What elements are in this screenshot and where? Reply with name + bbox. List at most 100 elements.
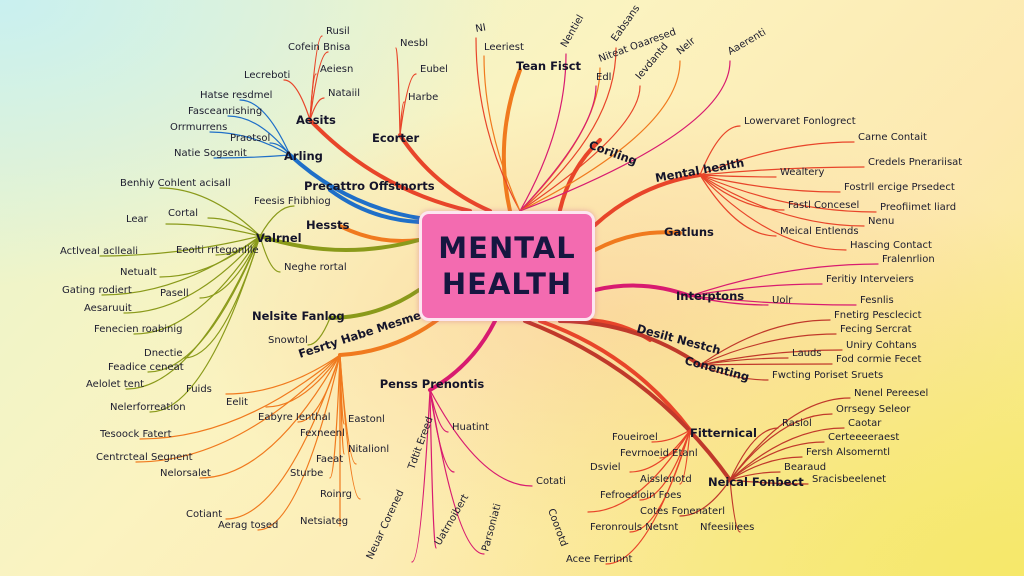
leaf-branch-line (125, 235, 261, 390)
leaf-label: Fralenrlion (882, 254, 935, 265)
leaf-branch-line (699, 174, 847, 251)
leaf-label: Credels Pnerariisat (868, 157, 962, 168)
leaf-label: Nentiel (559, 13, 586, 49)
leaf-label: Snowtol (268, 335, 308, 346)
leaf-label: Harbe (408, 92, 438, 103)
leaf-label: Preofiimet liard (880, 202, 956, 213)
branch-lines (99, 35, 879, 565)
leaf-branch-line (699, 174, 777, 237)
main-branch-label: Arling (284, 149, 323, 163)
leaf-label: Huatint (452, 422, 489, 433)
leaf-branch-line (699, 174, 877, 213)
leaf-branch-line (699, 174, 785, 211)
leaf-branch-line (329, 354, 341, 479)
leaf-branch-line (283, 79, 311, 121)
leaf-branch-line (519, 85, 597, 212)
leaf-label: Neghe rortal (284, 262, 347, 273)
leaf-branch-line (699, 319, 831, 366)
leaf-label: Cotati (536, 476, 566, 487)
leaf-label: Meical Entlends (780, 226, 859, 237)
leaf-branch-line (699, 357, 789, 366)
leaf-label: Sracisbeelenet (812, 474, 886, 485)
leaf-label: Eubel (420, 64, 448, 75)
leaf-label: Fnetirg Pesclecict (834, 310, 922, 321)
main-branch-line (593, 283, 692, 298)
leaf-branch-line (519, 60, 731, 212)
main-branch-line (523, 319, 732, 482)
leaf-label: Pasell (160, 288, 189, 299)
leaf-branch-line (309, 97, 325, 121)
leaf-branch-line (689, 295, 769, 306)
main-branch-line (538, 319, 692, 432)
leaf-label: Fostrll ercige Prsedect (844, 182, 955, 193)
main-branch-label: Gatluns (664, 225, 714, 239)
leaf-label: Rasiol (782, 418, 812, 429)
leaf-branch-line (259, 205, 295, 237)
leaf-label: Orrsegy Seleor (836, 404, 911, 415)
main-branch-label: Precattro Offstnorts (304, 179, 435, 193)
leaf-branch-line (679, 479, 731, 517)
leaf-branch-line (149, 235, 261, 413)
leaf-label: Nataiil (328, 88, 360, 99)
leaf-branch-line (133, 235, 261, 335)
leaf-label: Centrcteal Segnent (96, 452, 193, 463)
leaf-branch-line (135, 354, 341, 463)
leaf-label: Nelorsalet (160, 468, 211, 479)
leaf-label: Rusil (326, 26, 350, 37)
leaf-label: Feronrouls Netsnt (590, 522, 678, 533)
leaf-branch-line (99, 235, 261, 257)
leaf-label: Uatrnoibert (433, 493, 471, 548)
leaf-label: Bearaud (784, 462, 826, 473)
leaf-label: Fastl Concesel (788, 200, 859, 211)
main-branch-line (328, 188, 421, 224)
leaf-label: Orrmurrens (170, 122, 227, 133)
leaf-label: Fevrnoeid Etanl (620, 448, 698, 459)
leaf-branch-line (699, 174, 841, 193)
leaf-label: Praotsol (230, 133, 270, 144)
leaf-branch-line (101, 235, 261, 296)
leaf-label: Netualt (120, 267, 157, 278)
leaf-label: Aaerenti (726, 27, 768, 58)
main-branch-label: Hessts (306, 218, 350, 232)
leaf-branch-line (225, 354, 341, 395)
leaf-label: Nesbl (400, 38, 428, 49)
leaf-label: Eeolti rrtegonlile (176, 245, 259, 256)
leaf-label: Cortal (168, 208, 198, 219)
leaf-label: Lecreboti (244, 70, 290, 81)
leaf-branch-line (699, 363, 833, 366)
leaf-branch-line (399, 101, 405, 136)
leaf-branch-line (699, 174, 865, 227)
leaf-label: Fwcting Poriset Sruets (772, 370, 883, 381)
leaf-label: Aesaruuit (84, 303, 132, 314)
leaf-branch-line (689, 263, 879, 297)
leaf-branch-line (729, 479, 809, 485)
leaf-branch-line (429, 389, 485, 555)
leaf-label: Aerag tosed (218, 520, 278, 531)
leaf-branch-line (199, 235, 261, 299)
leaf-label: Lauds (792, 348, 822, 359)
leaf-label: Nelr (675, 35, 698, 57)
leaf-label: Aeiesn (320, 64, 353, 75)
leaf-label: Fersh Alsomerntl (806, 447, 890, 458)
leaf-branch-line (165, 223, 261, 237)
leaf-branch-line (519, 53, 567, 212)
leaf-label: Acee Ferrinnt (566, 554, 633, 565)
leaf-branch-line (123, 235, 261, 314)
leaf-label: Lear (126, 214, 149, 225)
leaf-branch-line (207, 217, 261, 237)
leaf-branch-line (213, 154, 291, 159)
leaf-label: Nfeesiiiees (700, 522, 754, 533)
leaf-label: Parsoniati (480, 503, 503, 553)
main-branch-line (338, 316, 442, 357)
leaf-label: Foueiroel (612, 432, 658, 443)
leaf-label: Fesnlis (860, 295, 894, 306)
leaf-label: Cofein Bnisa (288, 42, 350, 53)
leaf-label: NI (475, 22, 487, 35)
leaf-label: Fecing Sercrat (840, 324, 912, 335)
main-branch-label: Nelsite Fanlog (252, 309, 345, 323)
main-branch-line (288, 153, 421, 220)
main-branch-label: Penss Prenontis (380, 377, 485, 391)
leaf-branch-line (483, 55, 521, 212)
leaf-label: Coorotd (545, 507, 569, 548)
leaf-label: Fenecien roabinig (94, 324, 183, 335)
